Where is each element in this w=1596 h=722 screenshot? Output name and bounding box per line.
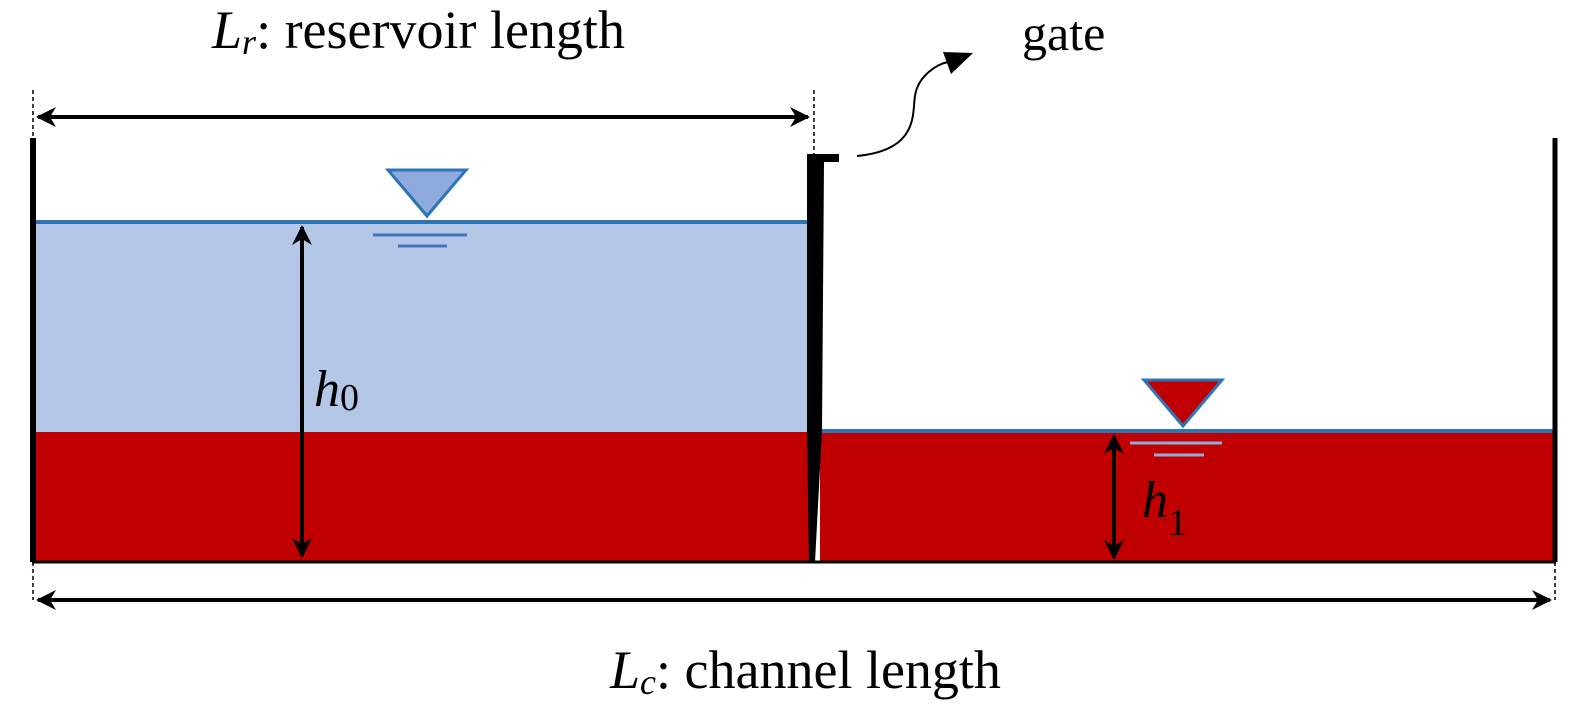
channel-length-label: Lc: channel length xyxy=(609,640,1001,702)
gate-label: gate xyxy=(1022,5,1105,61)
channel-water-level-icon xyxy=(1140,378,1226,429)
gate-pointer-arrowhead xyxy=(943,52,973,74)
h0-label: h0 xyxy=(314,361,359,419)
gate-pointer-curve xyxy=(856,61,949,157)
reservoir-red-layer xyxy=(34,432,810,562)
channel-red-layer xyxy=(820,431,1554,562)
gate xyxy=(807,154,839,562)
h1-label: h1 xyxy=(1142,472,1187,544)
reservoir-length-label: Lr: reservoir length xyxy=(211,0,625,62)
reservoir-water xyxy=(34,222,810,434)
reservoir-water-level-icon xyxy=(384,168,470,219)
